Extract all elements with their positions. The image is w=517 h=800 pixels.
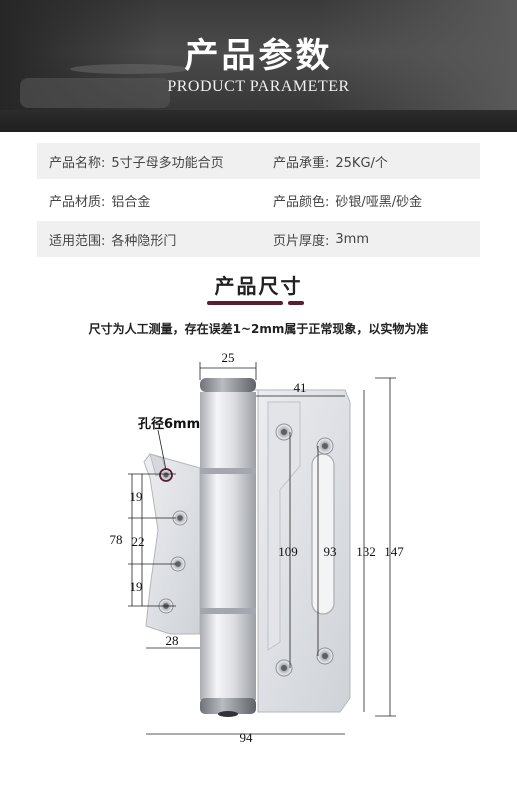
banner-furniture — [70, 64, 190, 74]
size-section-title: 产品尺寸 — [214, 274, 303, 298]
hinge-dimension-drawing: 25 41 孔径6mm 19 78 22 19 28 109 93 132 14… — [110, 350, 405, 745]
dim-slot-length-2: 93 — [324, 544, 337, 559]
param-cell: 产品名称: 5寸子母多功能合页 — [37, 152, 273, 171]
header-banner: 产品参数 PRODUCT PARAMETER — [0, 0, 517, 132]
screw-hole-center — [177, 515, 183, 521]
pin-hole — [218, 711, 238, 717]
param-row: 适用范围: 各种隐形门 页片厚度: 3mm — [37, 221, 480, 257]
title-underline — [207, 301, 283, 305]
param-cell: 页片厚度: 3mm — [273, 230, 480, 249]
param-cell: 产品承重: 25KG/个 — [273, 152, 480, 171]
dimension-lines — [128, 362, 396, 735]
bottom-cap — [200, 698, 256, 714]
banner-sofa — [20, 78, 170, 108]
param-value: 各种隐形门 — [111, 233, 177, 249]
banner-floor — [0, 110, 517, 132]
screw-hole-center — [281, 665, 287, 671]
param-value: 3mm — [335, 231, 369, 247]
measurement-note: 尺寸为人工测量，存在误差1~2mm属于正常现象，以实物为准 — [88, 322, 429, 336]
screw-hole-center — [281, 429, 287, 435]
param-value: 砂银/哑黑/砂金 — [335, 194, 423, 210]
right-leaf — [250, 389, 351, 713]
dim-right-leaf-width: 41 — [294, 380, 307, 395]
left-leaf — [143, 453, 201, 635]
top-cap — [200, 378, 256, 392]
parameter-table: 产品名称: 5寸子母多功能合页 产品承重: 25KG/个 产品材质: 铝合金 产… — [37, 143, 480, 260]
dim-knuckle-width: 25 — [222, 350, 235, 365]
param-value: 25KG/个 — [335, 155, 388, 171]
param-cell: 产品颜色: 砂银/哑黑/砂金 — [273, 191, 480, 210]
screw-hole-center — [322, 443, 328, 449]
param-label: 产品材质: — [49, 194, 106, 210]
dim-hole-spacing-3: 19 — [130, 579, 143, 594]
dim-total-height: 147 — [384, 544, 404, 559]
dim-slot-length-1: 109 — [278, 544, 298, 559]
param-label: 页片厚度: — [273, 233, 330, 249]
hole-diameter-label: 孔径6mm — [138, 416, 200, 432]
screw-hole-center — [163, 472, 169, 478]
param-label: 产品名称: — [49, 155, 106, 171]
param-value: 铝合金 — [111, 194, 151, 210]
dim-total-width: 94 — [240, 730, 254, 745]
slot-opening — [311, 453, 335, 615]
param-label: 产品颜色: — [273, 194, 330, 210]
screw-hole-center — [175, 561, 181, 567]
title-underline-accent — [288, 301, 304, 305]
screw-hole-center — [322, 653, 328, 659]
banner-subtitle: PRODUCT PARAMETER — [167, 78, 350, 95]
param-cell: 适用范围: 各种隐形门 — [37, 230, 273, 249]
param-value: 5寸子母多功能合页 — [111, 155, 224, 171]
dim-left-leaf-width: 28 — [166, 633, 179, 648]
param-label: 产品承重: — [273, 155, 330, 171]
dim-hole-spacing-2: 22 — [132, 534, 145, 549]
param-row: 产品材质: 铝合金 产品颜色: 砂银/哑黑/砂金 — [37, 182, 480, 218]
hinge-knuckle — [200, 378, 256, 717]
dim-leaf-height: 132 — [356, 544, 376, 559]
param-cell: 产品材质: 铝合金 — [37, 191, 273, 210]
dim-hole-spacing-1: 19 — [130, 489, 143, 504]
banner-title: 产品参数 — [184, 36, 333, 76]
param-row: 产品名称: 5寸子母多功能合页 产品承重: 25KG/个 — [37, 143, 480, 179]
dim-left-holes-span: 78 — [110, 532, 123, 547]
param-label: 适用范围: — [49, 233, 106, 249]
